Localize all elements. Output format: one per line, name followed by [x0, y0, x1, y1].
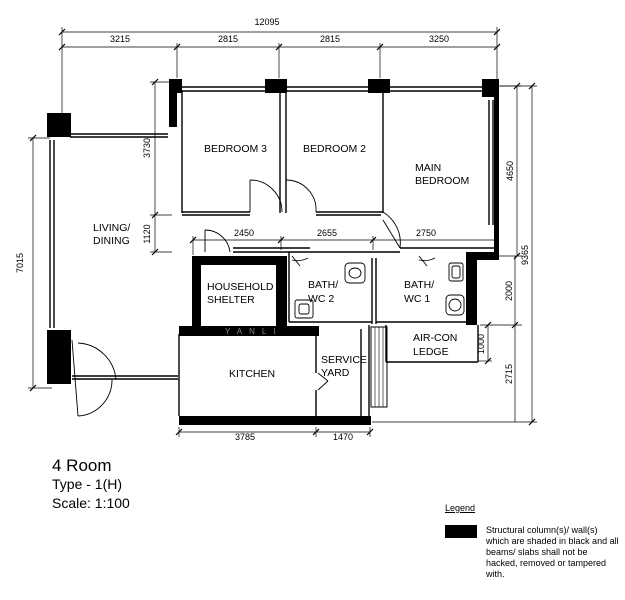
label-bedroom-2: BEDROOM 2	[303, 143, 366, 155]
interior-walls	[49, 86, 497, 416]
dim-bottom-1: 3785	[235, 432, 255, 442]
dim-left-height: 7015	[15, 253, 25, 273]
room-labels: BEDROOM 3 BEDROOM 2 MAIN BEDROOM LIVING/…	[93, 143, 469, 380]
dim-left-bedroom: 3730	[142, 138, 152, 158]
dim-corridor-3: 2750	[416, 228, 436, 238]
dim-corridor-2: 2655	[317, 228, 337, 238]
basin-bath2-icon	[294, 299, 314, 319]
legend-text: Structural column(s)/ wall(s) which are …	[486, 525, 619, 579]
label-living-2: DINING	[93, 235, 130, 247]
label-service-yard-2: YARD	[321, 367, 350, 379]
label-bath1-1: BATH/	[404, 279, 434, 291]
wc-bath1-icon	[445, 294, 465, 316]
dim-top-4: 3250	[429, 34, 449, 44]
dimension-labels: 12095 3215 2815 2815 3250 2450 2655 2750…	[15, 17, 530, 442]
sanitary-fixtures	[294, 262, 465, 319]
dim-right-upper: 4650	[505, 161, 515, 181]
dim-right-lower: 2715	[504, 364, 514, 384]
label-aircon-1: AIR-CON	[413, 332, 457, 344]
plan-type: Type - 1(H)	[52, 476, 123, 492]
structural-elements	[47, 79, 499, 425]
watermark: YANLI	[225, 327, 283, 336]
plan-title: 4 Room	[52, 456, 112, 475]
legend-heading: Legend	[445, 503, 476, 513]
label-kitchen: KITCHEN	[229, 368, 275, 380]
door-swings	[71, 179, 436, 417]
label-aircon-2: LEDGE	[413, 346, 449, 358]
label-main-bedroom-2: BEDROOM	[415, 175, 469, 187]
dim-corridor-1: 2450	[234, 228, 254, 238]
label-shelter-2: SHELTER	[207, 294, 255, 306]
dimension-ticks	[29, 28, 536, 436]
label-service-yard-1: SERVICE	[321, 354, 367, 366]
dim-bottom-2: 1470	[333, 432, 353, 442]
label-bath1-2: WC 1	[404, 293, 430, 305]
legend: Legend Structural column(s)/ wall(s) whi…	[445, 503, 620, 579]
basin-bath1-icon	[448, 262, 464, 282]
label-bath2-2: WC 2	[308, 293, 334, 305]
dim-right-total: 9365	[520, 245, 530, 265]
dim-right-bath: 2000	[504, 281, 514, 301]
dimension-lines	[28, 27, 537, 437]
dim-top-3: 2815	[320, 34, 340, 44]
legend-swatch	[445, 525, 477, 538]
dim-right-aircon: 1000	[476, 334, 486, 354]
wc-bath2-icon	[344, 262, 366, 284]
dim-left-corridor: 1120	[142, 224, 152, 243]
plan-scale: Scale: 1:100	[52, 495, 130, 511]
plan-title-block: 4 Room Type - 1(H) Scale: 1:100	[52, 456, 130, 513]
dim-overall-width: 12095	[254, 17, 279, 27]
label-shelter-1: HOUSEHOLD	[207, 281, 274, 293]
label-main-bedroom-1: MAIN	[415, 162, 441, 174]
label-bedroom-3: BEDROOM 3	[204, 143, 267, 155]
label-bath2-1: BATH/	[308, 279, 338, 291]
label-living-1: LIVING/	[93, 222, 130, 234]
dim-top-2: 2815	[218, 34, 238, 44]
dim-top-1: 3215	[110, 34, 130, 44]
